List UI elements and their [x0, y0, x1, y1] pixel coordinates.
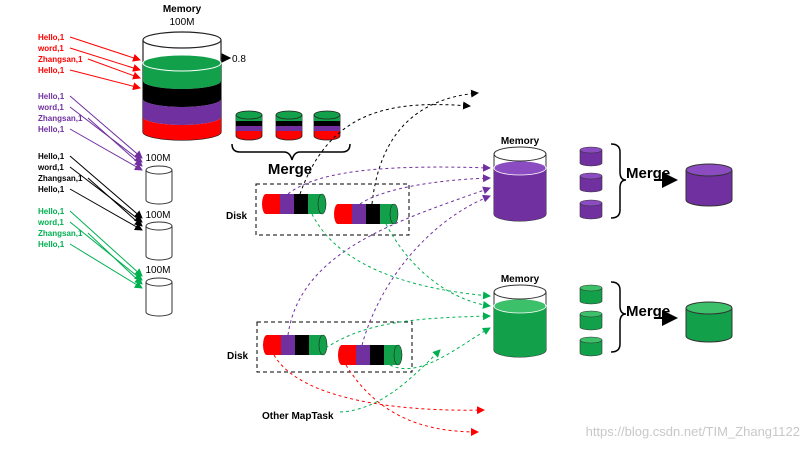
disk1-file-a — [262, 193, 327, 215]
reducer2-memory-label: Memory — [501, 274, 540, 285]
red-arrows — [69, 36, 141, 91]
record-label: Hello,1 — [38, 33, 65, 42]
merge-left-label: Merge — [268, 161, 312, 178]
reducer2-small-segments — [579, 284, 603, 357]
buffer-label: 100M — [145, 210, 170, 221]
memory-top-cylinder — [142, 31, 222, 141]
black-dashed-arrows — [299, 89, 479, 205]
disk-box-1 — [255, 183, 410, 236]
watermark-text: https://blog.csdn.net/TIM_Zhang1122 — [586, 424, 800, 439]
disk2-file-b — [338, 344, 403, 366]
record-label: Hello,1 — [38, 125, 65, 134]
purple-dashed-arrows — [287, 163, 491, 346]
record-label: word,1 — [37, 163, 64, 172]
reducer2-brace — [610, 281, 627, 353]
disk2-file-a — [263, 334, 328, 356]
empty-buffer-3 — [145, 277, 173, 317]
record-group-green: Hello,1 word,1 Zhangsan,1 Hello,1 — [37, 207, 83, 249]
threshold-label: 0.8 — [232, 54, 246, 65]
other-maptask-label: Other MapTask — [262, 411, 334, 422]
disk-label: Disk — [226, 211, 248, 222]
record-label: Zhangsan,1 — [38, 114, 83, 123]
reducer1-merged-output — [685, 163, 733, 207]
purple-arrows — [69, 95, 143, 171]
record-label: Zhangsan,1 — [38, 229, 83, 238]
reducer1-small-segments — [579, 146, 603, 220]
record-label: Hello,1 — [38, 185, 65, 194]
reducer2-memory-cylinder — [493, 284, 547, 358]
buffer-label: 100M — [145, 153, 170, 164]
reducer1-merge-label: Merge — [626, 165, 670, 182]
reducer1-brace — [610, 143, 627, 219]
other-maptask-arrow — [339, 349, 441, 413]
reducer1-memory-cylinder — [493, 146, 547, 222]
spill-file-1 — [235, 110, 263, 141]
disk-label: Disk — [227, 351, 249, 362]
reducer2-merge-label: Merge — [626, 303, 670, 320]
spill-file-3 — [313, 110, 341, 141]
disk1-file-b — [334, 203, 399, 225]
buffer-label: 100M — [145, 265, 170, 276]
record-label: word,1 — [37, 218, 64, 227]
record-label: Zhangsan,1 — [38, 55, 83, 64]
record-label: Zhangsan,1 — [38, 174, 83, 183]
merge-brace — [231, 143, 351, 161]
record-label: Hello,1 — [38, 66, 65, 75]
record-label: word,1 — [37, 103, 64, 112]
green-dashed-arrows — [311, 213, 491, 370]
memory-top-title: Memory — [163, 4, 202, 15]
empty-buffer-1 — [145, 165, 173, 205]
record-label: Hello,1 — [38, 152, 65, 161]
green-arrows — [69, 210, 143, 289]
memory-top-size: 100M — [169, 17, 194, 28]
record-label: Hello,1 — [38, 92, 65, 101]
record-label: Hello,1 — [38, 240, 65, 249]
record-group-black: Hello,1 word,1 Zhangsan,1 Hello,1 — [37, 152, 83, 194]
record-group-red: Hello,1 word,1 Zhangsan,1 Hello,1 — [37, 33, 83, 75]
disk-box-2 — [256, 321, 413, 373]
empty-buffer-2 — [145, 221, 173, 261]
spill-file-2 — [275, 110, 303, 141]
reducer1-memory-label: Memory — [501, 136, 540, 147]
red-dashed-arrows — [273, 354, 485, 436]
black-arrows — [69, 155, 143, 231]
reducer2-merged-output — [685, 301, 733, 343]
record-label: Hello,1 — [38, 207, 65, 216]
record-group-purple: Hello,1 word,1 Zhangsan,1 Hello,1 — [37, 92, 83, 134]
record-label: word,1 — [37, 44, 64, 53]
